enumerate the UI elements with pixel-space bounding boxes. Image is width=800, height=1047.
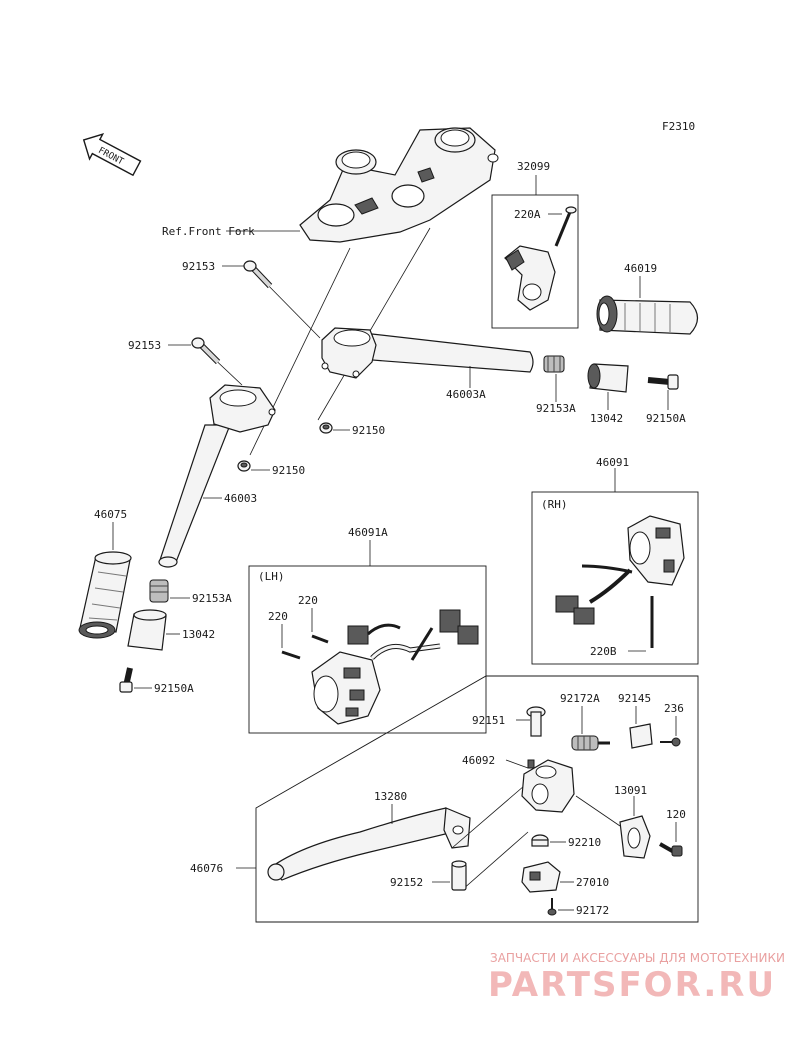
label-220A: 220A	[514, 208, 541, 221]
label-46076: 46076	[190, 862, 223, 875]
part-46091A-left-switch	[311, 609, 479, 725]
part-92153-bolt-upper	[243, 260, 273, 289]
label-92210: 92210	[568, 836, 601, 849]
part-46003-left-handlebar	[158, 384, 276, 568]
part-46003A-right-handlebar	[321, 327, 534, 379]
part-92153A-right-plug	[543, 355, 565, 373]
label-92153-lower: 92153	[128, 339, 161, 352]
label-120: 120	[666, 808, 686, 821]
label-92172A: 92172A	[560, 692, 600, 705]
part-46092-clutch-lever	[267, 807, 471, 881]
part-46019-right-grip	[596, 295, 699, 335]
part-13042-left-weight	[127, 609, 167, 651]
watermark-tagline: ЗАПЧАСТИ И АКСЕССУАРЫ ДЛЯ МОТОТЕХНИКИ	[490, 951, 785, 965]
label-92153A-right: 92153A	[536, 402, 576, 415]
part-13042-right-weight	[587, 363, 629, 393]
label-92150A-right: 92150A	[646, 412, 686, 425]
part-92150A-left-bolt	[119, 667, 133, 693]
label-92145: 92145	[618, 692, 651, 705]
part-92151-pivot-bolt	[526, 706, 546, 737]
label-220-b: 220	[298, 594, 318, 607]
part-92153A-left-plug	[149, 579, 169, 603]
part-92210-nut	[531, 834, 549, 847]
label-92153-upper: 92153	[182, 260, 215, 273]
label-46092: 13280	[374, 790, 407, 803]
label-92153A-left: 92153A	[192, 592, 232, 605]
label-92150A-left: 92150A	[154, 682, 194, 695]
label-220B: 220B	[590, 645, 617, 658]
part-236-screw	[660, 737, 681, 747]
part-92153-bolt-lower	[191, 337, 221, 365]
part-27010-clutch-switch	[521, 861, 561, 893]
part-46091-right-switch	[555, 515, 685, 648]
box-46076-lever-assembly	[255, 675, 699, 923]
label-13042-left: 13042	[182, 628, 215, 641]
part-92150A-right-bolt	[647, 374, 679, 390]
part-13280-lever-bracket	[521, 759, 575, 813]
label-ref-front-fork: Ref.Front Fork	[162, 225, 255, 238]
part-92152-collar	[451, 860, 467, 891]
part-220-screws	[281, 634, 329, 660]
part-92150-bolt-a	[319, 422, 333, 434]
label-46091A: 46091A	[348, 526, 388, 539]
label-92152: 92152	[390, 876, 423, 889]
label-46003: 46003	[224, 492, 257, 505]
part-throttle-housing	[504, 245, 556, 311]
label-46003A: 46003A	[446, 388, 486, 401]
label-92172: 92172	[576, 904, 609, 917]
part-92145-spring	[629, 723, 653, 749]
label-92150-a: 92150	[352, 424, 385, 437]
part-46075-left-grip	[78, 551, 132, 639]
part-120-bolt	[659, 842, 683, 857]
label-13280: 46092	[462, 754, 495, 767]
label-46091: 46091	[596, 456, 629, 469]
label-rh: (RH)	[541, 498, 568, 511]
label-lh: (LH)	[258, 570, 285, 583]
label-92150-b: 92150	[272, 464, 305, 477]
upper-triple-clamp	[299, 127, 499, 243]
label-13042-right: 13042	[590, 412, 623, 425]
box-46091-rh	[531, 491, 699, 665]
part-92150-bolt-b	[237, 460, 251, 472]
box-32099	[491, 194, 579, 329]
label-236: 236	[664, 702, 684, 715]
label-220-a: 220	[268, 610, 288, 623]
part-92172A-adjuster	[571, 735, 610, 751]
part-13091-clamp	[619, 815, 651, 859]
label-27010: 27010	[576, 876, 609, 889]
watermark-brand: PARTSFOR.RU	[488, 965, 776, 1005]
figure-code: F2310	[662, 120, 695, 133]
label-46075: 46075	[94, 508, 127, 521]
box-46091A-lh	[248, 565, 487, 734]
label-46019: 46019	[624, 262, 657, 275]
label-13091: 13091	[614, 784, 647, 797]
label-32099: 32099	[517, 160, 550, 173]
part-92172-screw	[547, 898, 557, 916]
part-220A-screw	[554, 206, 577, 247]
front-direction-arrow: FRONT	[82, 133, 142, 177]
label-92151: 92151	[472, 714, 505, 727]
